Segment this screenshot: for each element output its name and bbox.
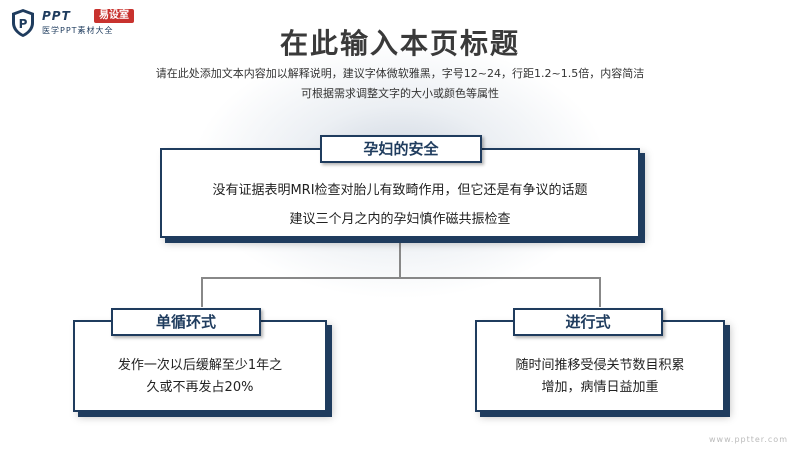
left-card-line-2: 久或不再发占20%: [146, 380, 254, 395]
subtitle-line-2: 可根据需求调整文字的大小或颜色等属性: [301, 87, 499, 100]
shield-p-icon: P: [12, 9, 34, 37]
logo: P PPT 易设室 医学PPT素材大全: [10, 8, 170, 38]
subtitle-line-1: 请在此处添加文本内容加以解释说明，建议字体微软雅黑，字号12~24，行距1.2~…: [155, 67, 645, 80]
logo-tagline: 医学PPT素材大全: [42, 26, 114, 35]
right-card-label: 进行式: [513, 308, 663, 336]
svg-text:P: P: [19, 17, 28, 31]
top-card-label: 孕妇的安全: [320, 135, 482, 163]
right-card-line-2: 增加，病情日益加重: [541, 380, 659, 395]
right-card: 进行式 随时间推移受侵关节数目积累 增加，病情日益加重: [475, 308, 725, 412]
connector-right-drop: [599, 277, 601, 307]
watermark: www.pptter.com: [709, 435, 788, 444]
page-subtitle: 请在此处添加文本内容加以解释说明，建议字体微软雅黑，字号12~24，行距1.2~…: [0, 64, 800, 104]
page-title: 在此输入本页标题: [279, 27, 520, 60]
connector-left-drop: [201, 277, 203, 307]
top-card-line-2: 建议三个月之内的孕妇慎作磁共振检查: [289, 212, 511, 227]
left-card-label: 单循环式: [111, 308, 261, 336]
top-card-line-1: 没有证据表明MRI检查对胎儿有致畸作用，但它还是有争议的话题: [212, 183, 588, 198]
connector-horizontal: [201, 277, 601, 279]
left-card-line-1: 发作一次以后缓解至少1年之: [117, 358, 283, 373]
logo-badge: 易设室: [94, 9, 134, 23]
left-card: 单循环式 发作一次以后缓解至少1年之 久或不再发占20%: [73, 308, 327, 412]
right-card-line-1: 随时间推移受侵关节数目积累: [515, 358, 685, 373]
connector-vertical-top: [399, 238, 401, 278]
top-card: 孕妇的安全 没有证据表明MRI检查对胎儿有致畸作用，但它还是有争议的话题 建议三…: [160, 135, 640, 238]
logo-brand: PPT: [42, 9, 71, 23]
